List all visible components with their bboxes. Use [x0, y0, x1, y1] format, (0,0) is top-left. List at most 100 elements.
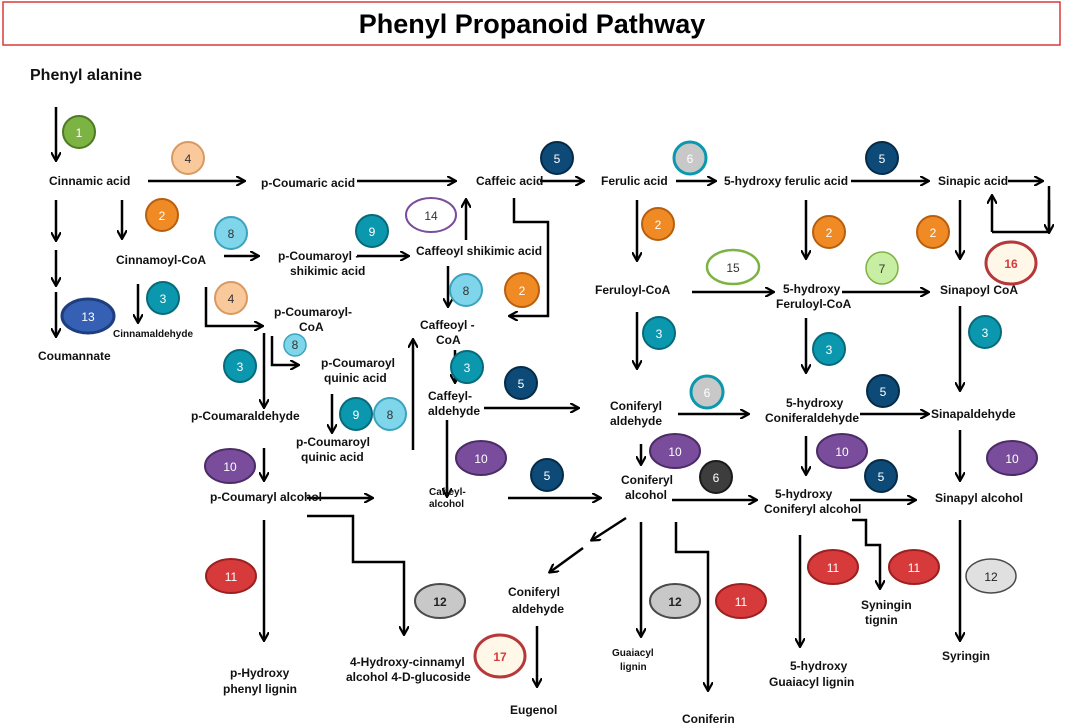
compound-syningin-line2: tignin [865, 613, 898, 627]
compound-hydroxy-feruloyl-coa-line1: 5-hydroxy [783, 282, 841, 296]
svg-text:9: 9 [369, 225, 376, 239]
compound-hydroxy-coniferaldehyde-line2: Coniferaldehyde [765, 411, 859, 425]
arrow-to-coniferylaldehyde-lg [550, 546, 584, 572]
enzyme-badge-6: 6 [689, 374, 725, 410]
compound-sinapyl-alcohol: Sinapyl alcohol [935, 491, 1023, 505]
compound-sinapaldehyde: Sinapaldehyde [931, 407, 1016, 421]
enzyme-badge-6: 6 [672, 140, 708, 176]
compound-coniferyl-alcohol-line1: Coniferyl [621, 473, 673, 487]
compound-hydroxy-coniferyl-alcohol-line2: Coniferyl alcohol [764, 502, 861, 516]
pathway-arrows [56, 107, 1049, 690]
compound-coumannate: Coumannate [38, 349, 111, 363]
compound-p-coumaroyl-shikimic-line1: p-Coumaroyl - [278, 249, 359, 263]
compound-phenylalanine: Phenyl alanine [30, 67, 142, 84]
compound-eugenol: Eugenol [510, 703, 557, 717]
enzyme-badge-10: 10 [455, 440, 507, 476]
enzyme-badge-7: 7 [865, 251, 899, 285]
svg-text:12: 12 [433, 595, 447, 609]
compound-hydroxy-feruloyl-coa-line2: Feruloyl-CoA [776, 297, 852, 311]
svg-text:6: 6 [713, 471, 720, 485]
enzyme-badge-2: 2 [641, 207, 675, 241]
compound-cinnamic-acid: Cinnamic acid [49, 174, 130, 188]
enzyme-badge-2: 2 [812, 215, 846, 249]
diagram-title: Phenyl Propanoid Pathway [359, 9, 706, 39]
compound-caffeyl-aldehyde-line1: Caffeyl- [428, 389, 472, 403]
compound-p-coumaroyl-coa-line2: CoA [299, 320, 324, 334]
svg-text:12: 12 [668, 595, 682, 609]
enzyme-badge-4: 4 [214, 281, 248, 315]
compound-syringin: Syringin [942, 649, 990, 663]
arrow-coniferylalc-split-right [592, 516, 627, 540]
enzyme-badge-15: 15 [705, 248, 761, 286]
svg-text:11: 11 [225, 570, 238, 584]
compound-p-coumaroyl-coa-line1: p-Coumaroyl- [274, 305, 352, 319]
svg-text:5: 5 [554, 152, 561, 166]
enzyme-badge-10: 10 [816, 433, 868, 469]
svg-text:2: 2 [655, 218, 662, 232]
enzyme-badge-2: 2 [145, 198, 179, 232]
svg-text:15: 15 [726, 261, 740, 275]
title-box [2, 1, 1061, 46]
compound-hydroxy-ferulic-acid: 5-hydroxy ferulic acid [724, 174, 848, 188]
svg-text:6: 6 [704, 386, 711, 400]
enzyme-badge-12: 12 [649, 583, 701, 619]
svg-text:2: 2 [930, 226, 937, 240]
compound-ferulic-acid: Ferulic acid [601, 174, 668, 188]
compound-sinapic-acid: Sinapic acid [938, 174, 1008, 188]
svg-text:12: 12 [984, 570, 998, 584]
compound-cinnamoyl-coa: Cinnamoyl-CoA [116, 253, 206, 267]
enzyme-badge-10: 10 [204, 448, 256, 484]
enzyme-badge-3: 3 [968, 315, 1002, 349]
compound-p-coumaroyl-shikimic-line2: shikimic acid [290, 264, 365, 278]
arrow-to-pcoumaroylcoa [204, 287, 262, 326]
enzyme-badge-9: 9 [339, 397, 373, 431]
enzyme-badge-13: 13 [60, 297, 116, 335]
enzyme-badges: 1 4 5 6 5 2 8 9 14 2 2 2 15 7 16 13 3 4 … [60, 115, 1038, 679]
compound-glucoside-line2: alcohol 4-D-glucoside [346, 670, 471, 684]
svg-text:5: 5 [880, 385, 887, 399]
enzyme-badge-17: 17 [473, 633, 527, 679]
svg-text:8: 8 [463, 284, 470, 298]
compound-p-coumaroyl-quinic-b-line2: quinic acid [301, 450, 364, 464]
svg-text:3: 3 [656, 327, 663, 341]
compound-feruloyl-coa: Feruloyl-CoA [595, 283, 671, 297]
enzyme-badge-4: 4 [171, 141, 205, 175]
svg-text:9: 9 [353, 408, 360, 422]
compound-caffeyl-aldehyde-line2: aldehyde [428, 404, 480, 418]
compound-coniferyl-aldehyde-line2: aldehyde [610, 414, 662, 428]
arrow-caffeic-caffeoylcoa [510, 198, 550, 316]
enzyme-badge-3: 3 [812, 332, 846, 366]
svg-text:2: 2 [826, 226, 833, 240]
svg-text:5: 5 [878, 470, 885, 484]
enzyme-badge-16: 16 [984, 240, 1038, 286]
svg-text:3: 3 [237, 360, 244, 374]
svg-text:4: 4 [228, 292, 235, 306]
enzyme-badge-2: 2 [504, 272, 540, 308]
svg-text:10: 10 [668, 445, 682, 459]
svg-text:2: 2 [159, 209, 166, 223]
enzyme-badge-5: 5 [865, 141, 899, 175]
svg-text:2: 2 [519, 284, 526, 298]
arrow-to-pcoumaroylquinic [270, 336, 298, 365]
compound-hydroxy-coniferyl-alcohol-line1: 5-hydroxy [775, 487, 833, 501]
svg-text:17: 17 [493, 650, 507, 664]
svg-text:11: 11 [908, 561, 921, 575]
compound-p-coumaryl-alcohol: p-Coumaryl alcohol [210, 490, 322, 504]
svg-text:3: 3 [160, 292, 167, 306]
enzyme-badge-11: 11 [205, 558, 257, 594]
enzyme-badge-5: 5 [540, 141, 574, 175]
svg-text:3: 3 [826, 343, 833, 357]
svg-text:3: 3 [464, 361, 471, 375]
compound-p-coumaraldehyde: p-Coumaraldehyde [191, 409, 300, 423]
enzyme-badge-5: 5 [530, 458, 564, 492]
svg-text:5: 5 [544, 469, 551, 483]
compound-caffeoyl-shikimic-acid: Caffeoyl shikimic acid [416, 244, 542, 258]
arrow-sinapic-loop [992, 186, 1051, 234]
enzyme-badge-2: 2 [916, 215, 950, 249]
svg-text:10: 10 [1005, 452, 1019, 466]
svg-text:8: 8 [292, 338, 299, 352]
svg-text:5: 5 [518, 377, 525, 391]
enzyme-badge-3: 3 [223, 349, 257, 383]
enzyme-badge-11: 11 [888, 549, 940, 585]
